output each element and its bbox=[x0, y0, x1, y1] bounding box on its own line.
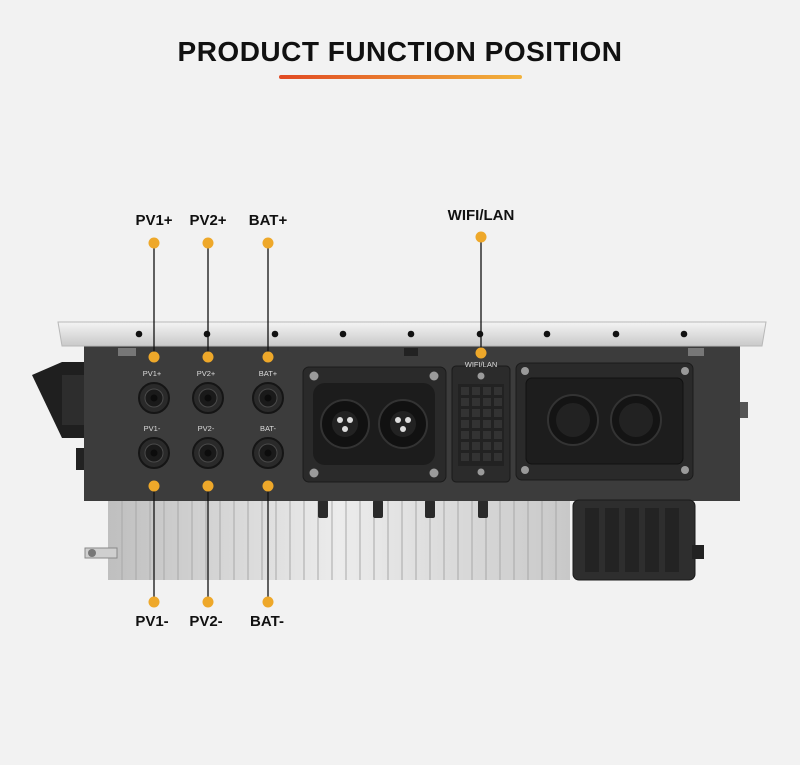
callout-pv1-plus: PV1+ bbox=[135, 212, 173, 229]
marker-dot bbox=[148, 480, 160, 492]
right-bracket bbox=[738, 402, 748, 418]
connector-pv2-plus bbox=[192, 382, 224, 414]
marker-dot bbox=[148, 237, 160, 249]
mount-tab bbox=[688, 348, 704, 356]
side-bracket bbox=[32, 362, 118, 559]
callout-bat-minus: BAT- bbox=[250, 613, 284, 630]
marker-dot bbox=[202, 237, 214, 249]
callout-bat-plus: BAT+ bbox=[248, 212, 288, 229]
marker-dot bbox=[262, 480, 274, 492]
page-title: PRODUCT FUNCTION POSITION bbox=[177, 36, 623, 67]
marker-dot bbox=[202, 351, 214, 363]
title-underline bbox=[279, 75, 522, 79]
marker-dot bbox=[475, 231, 487, 243]
callout-wifi-lan: WIFI/LAN bbox=[447, 207, 515, 224]
connector-pv1-plus bbox=[138, 382, 170, 414]
bottom-glands bbox=[318, 500, 488, 518]
port-label-pv2-plus: PV2+ bbox=[197, 369, 216, 378]
port-label-bat-plus: BAT+ bbox=[259, 369, 278, 378]
connector-bat-plus bbox=[252, 382, 284, 414]
mount-tab bbox=[404, 348, 418, 356]
marker-dot bbox=[148, 596, 160, 608]
marker-dot bbox=[262, 237, 274, 249]
callout-pv1-minus: PV1- bbox=[135, 613, 169, 630]
marker-dot bbox=[148, 351, 160, 363]
leader-lines bbox=[153, 237, 482, 602]
port-label-pv1-minus: PV1- bbox=[144, 424, 161, 433]
connector-bat-minus bbox=[252, 437, 284, 469]
mount-tab bbox=[118, 348, 136, 356]
marker-dot bbox=[202, 596, 214, 608]
callout-pv2-minus: PV2- bbox=[189, 613, 223, 630]
ac-cover-box bbox=[572, 499, 704, 581]
top-plate-screws bbox=[135, 330, 688, 338]
port-label-pv2-minus: PV2- bbox=[198, 424, 215, 433]
marker-dot bbox=[262, 351, 274, 363]
wifi-lan-module: WIFI/LAN bbox=[451, 360, 511, 483]
connector-pv1-minus bbox=[138, 437, 170, 469]
port-label-bat-minus: BAT- bbox=[260, 424, 277, 433]
right-gland-plate bbox=[515, 362, 694, 481]
port-label-wifi-lan: WIFI/LAN bbox=[465, 360, 498, 369]
port-label-pv1-plus: PV1+ bbox=[143, 369, 162, 378]
marker-dot bbox=[262, 596, 274, 608]
connector-pv2-minus bbox=[192, 437, 224, 469]
marker-dot bbox=[475, 347, 487, 359]
ac-gland-plate bbox=[302, 366, 447, 483]
marker-dot bbox=[202, 480, 214, 492]
marker-dots bbox=[148, 231, 487, 608]
heatsink bbox=[108, 500, 570, 580]
callout-pv2-plus: PV2+ bbox=[189, 212, 227, 229]
